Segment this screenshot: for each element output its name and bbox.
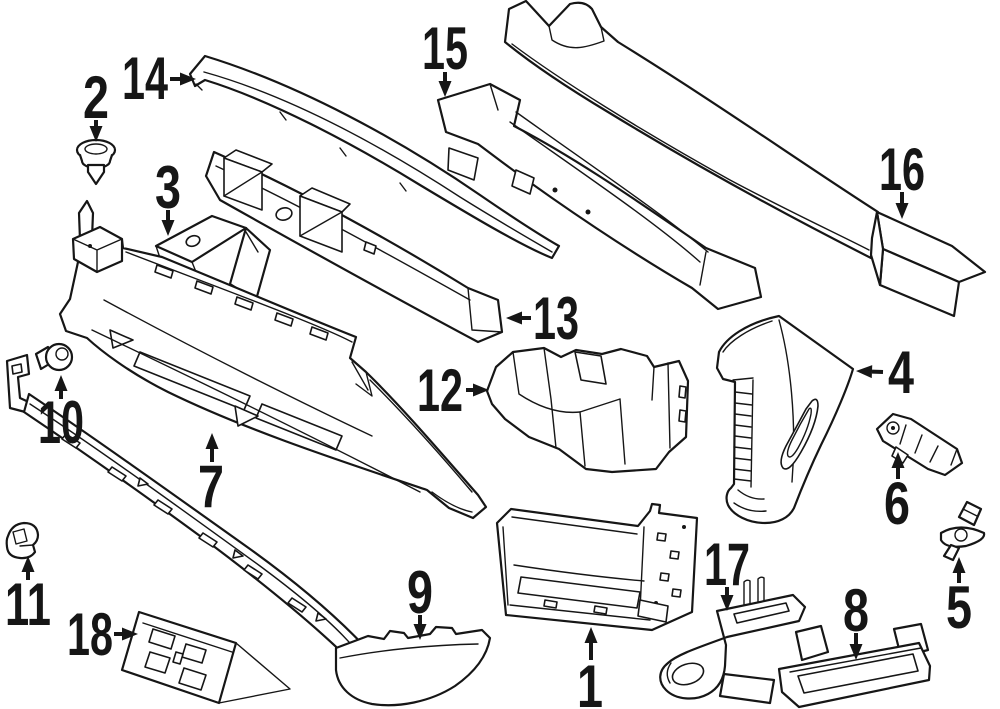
callout-arrowhead <box>54 375 68 391</box>
part-16-impact-bar <box>503 0 987 318</box>
callout-arrowhead <box>952 557 966 573</box>
callout-arrowhead <box>849 644 863 660</box>
callout-2[interactable]: 2 <box>83 64 109 142</box>
callout-5[interactable]: 5 <box>946 557 972 641</box>
callout-arrowhead <box>856 365 873 379</box>
callout-number: 2 <box>83 64 109 131</box>
callout-4[interactable]: 4 <box>856 339 914 406</box>
part-9-valance <box>5 353 492 707</box>
callout-13[interactable]: 13 <box>506 285 579 352</box>
callout-6[interactable]: 6 <box>884 452 910 537</box>
part-15-energy-absorber <box>436 82 763 311</box>
callout-arrowhead <box>21 556 35 572</box>
callout-number: 5 <box>946 574 972 641</box>
callout-14[interactable]: 14 <box>122 45 196 112</box>
part-18-license-bracket <box>120 610 291 705</box>
callout-number: 17 <box>704 531 750 598</box>
part-13-reinforcement-rail <box>204 149 504 344</box>
callout-number: 11 <box>5 571 51 638</box>
callout-number: 8 <box>843 577 869 644</box>
callout-number: 7 <box>198 453 224 520</box>
callout-arrowhead <box>720 595 734 611</box>
part-3-bracket <box>154 214 272 302</box>
callout-number: 14 <box>122 45 168 112</box>
callout-arrowhead <box>506 311 522 325</box>
callout-8[interactable]: 8 <box>843 577 869 660</box>
callout-16[interactable]: 16 <box>879 136 925 219</box>
part-1-lower-grille <box>495 502 699 632</box>
part-10-bolt <box>34 342 74 372</box>
part-6-sensor-bracket <box>875 412 964 477</box>
callout-3[interactable]: 3 <box>155 154 181 236</box>
callout-arrowhead <box>473 383 489 397</box>
callout-arrowhead <box>180 72 196 86</box>
callout-number: 3 <box>155 154 181 221</box>
callout-arrowhead <box>413 624 427 640</box>
part-5-screw <box>939 500 986 562</box>
callout-number: 16 <box>879 136 925 203</box>
part-11-nut <box>5 521 40 560</box>
callout-number: 18 <box>67 601 113 668</box>
callout-number: 15 <box>422 15 468 82</box>
part-7-bumper-cover <box>58 199 488 520</box>
callout-number: 12 <box>417 357 463 424</box>
callout-arrowhead <box>161 220 175 236</box>
callout-number: 1 <box>577 653 603 709</box>
callout-arrowhead <box>89 126 103 142</box>
callout-7[interactable]: 7 <box>198 433 224 520</box>
callout-arrowhead <box>584 627 598 643</box>
callout-17[interactable]: 17 <box>704 531 750 611</box>
callout-number: 4 <box>888 339 914 406</box>
callout-11[interactable]: 11 <box>5 556 51 638</box>
part-12-air-duct <box>485 346 690 474</box>
callout-number: 6 <box>884 470 910 537</box>
part-17-tow-bracket <box>659 576 807 705</box>
callout-arrowhead <box>895 203 909 219</box>
callout-9[interactable]: 9 <box>407 559 433 640</box>
part-8-fog-trim <box>777 622 932 709</box>
callout-15[interactable]: 15 <box>422 15 468 97</box>
callout-18[interactable]: 18 <box>67 601 138 668</box>
callout-1[interactable]: 1 <box>577 627 603 709</box>
callout-10[interactable]: 10 <box>38 375 84 456</box>
callout-arrowhead <box>891 452 905 468</box>
callout-number: 9 <box>407 559 433 626</box>
callout-arrowhead <box>438 81 452 97</box>
callout-12[interactable]: 12 <box>417 357 489 424</box>
callout-number: 13 <box>533 285 579 352</box>
part-2-push-clip <box>75 138 117 186</box>
callout-arrowhead <box>205 433 219 449</box>
part-4-corner-trim <box>715 314 855 525</box>
callout-number: 10 <box>38 389 84 456</box>
part-14-upper-strip <box>188 54 561 260</box>
callout-arrowhead <box>122 627 138 641</box>
